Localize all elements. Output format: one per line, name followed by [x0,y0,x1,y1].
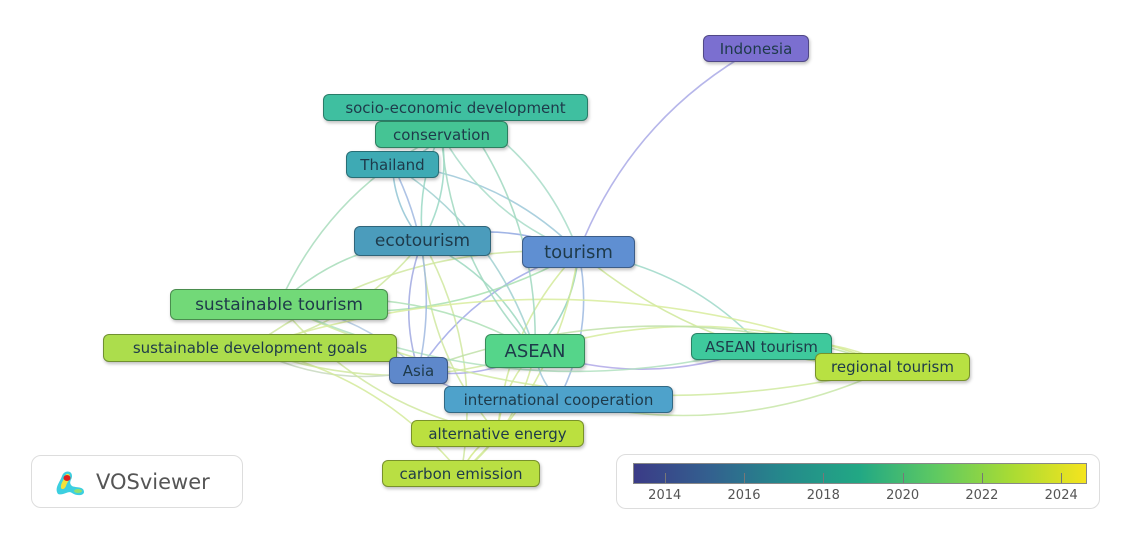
legend-tick-mark [664,473,666,483]
year-color-legend: 2014 2016 2018 2020 2022 2024 [616,454,1100,509]
link-sustainable_tourism-asean_tourism [278,303,762,373]
logo-text: VOSviewer [96,469,210,494]
link-thailand-asia [391,164,428,371]
node-conservation[interactable]: conservation [375,121,508,148]
node-sdg[interactable]: sustainable development goals [103,334,397,362]
legend-tick-label: 2016 [727,488,761,503]
vosviewer-logo: VOSviewer [31,455,243,508]
node-sustainable-tourism[interactable]: sustainable tourism [170,289,388,320]
legend-tick-mark [823,473,825,483]
node-asia[interactable]: Asia [389,357,448,384]
link-tourism-carbon [460,251,580,475]
vosviewer-density-icon [56,471,84,495]
node-tourism[interactable]: tourism [522,236,635,268]
node-indonesia[interactable]: Indonesia [703,35,809,62]
link-sustainable_tourism-conservation [278,133,442,305]
link-tourism-indonesia [577,47,757,253]
legend-tick-label: 2020 [886,488,920,503]
node-alt-energy[interactable]: alternative energy [411,420,584,447]
legend-tick-mark [1061,473,1063,483]
legend-tick-mark [902,473,904,483]
legend-tick-label: 2024 [1044,488,1078,503]
legend-tick-mark [981,473,983,483]
color-scale-bar [633,463,1087,484]
node-socio[interactable]: socio-economic development [323,94,588,121]
link-tourism-intl_coop [557,251,585,400]
legend-tick-label: 2022 [965,488,999,503]
node-regional-tourism[interactable]: regional tourism [815,353,970,381]
node-asean[interactable]: ASEAN [485,334,585,368]
node-asean-tourism[interactable]: ASEAN tourism [691,333,832,360]
legend-tick-mark [744,473,746,483]
node-intl-coop[interactable]: international cooperation [444,386,673,413]
node-ecotourism[interactable]: ecotourism [354,226,491,256]
node-carbon[interactable]: carbon emission [382,460,540,487]
legend-tick-label: 2018 [806,488,840,503]
node-thailand[interactable]: Thailand [346,151,439,178]
legend-tick-label: 2014 [648,488,682,503]
